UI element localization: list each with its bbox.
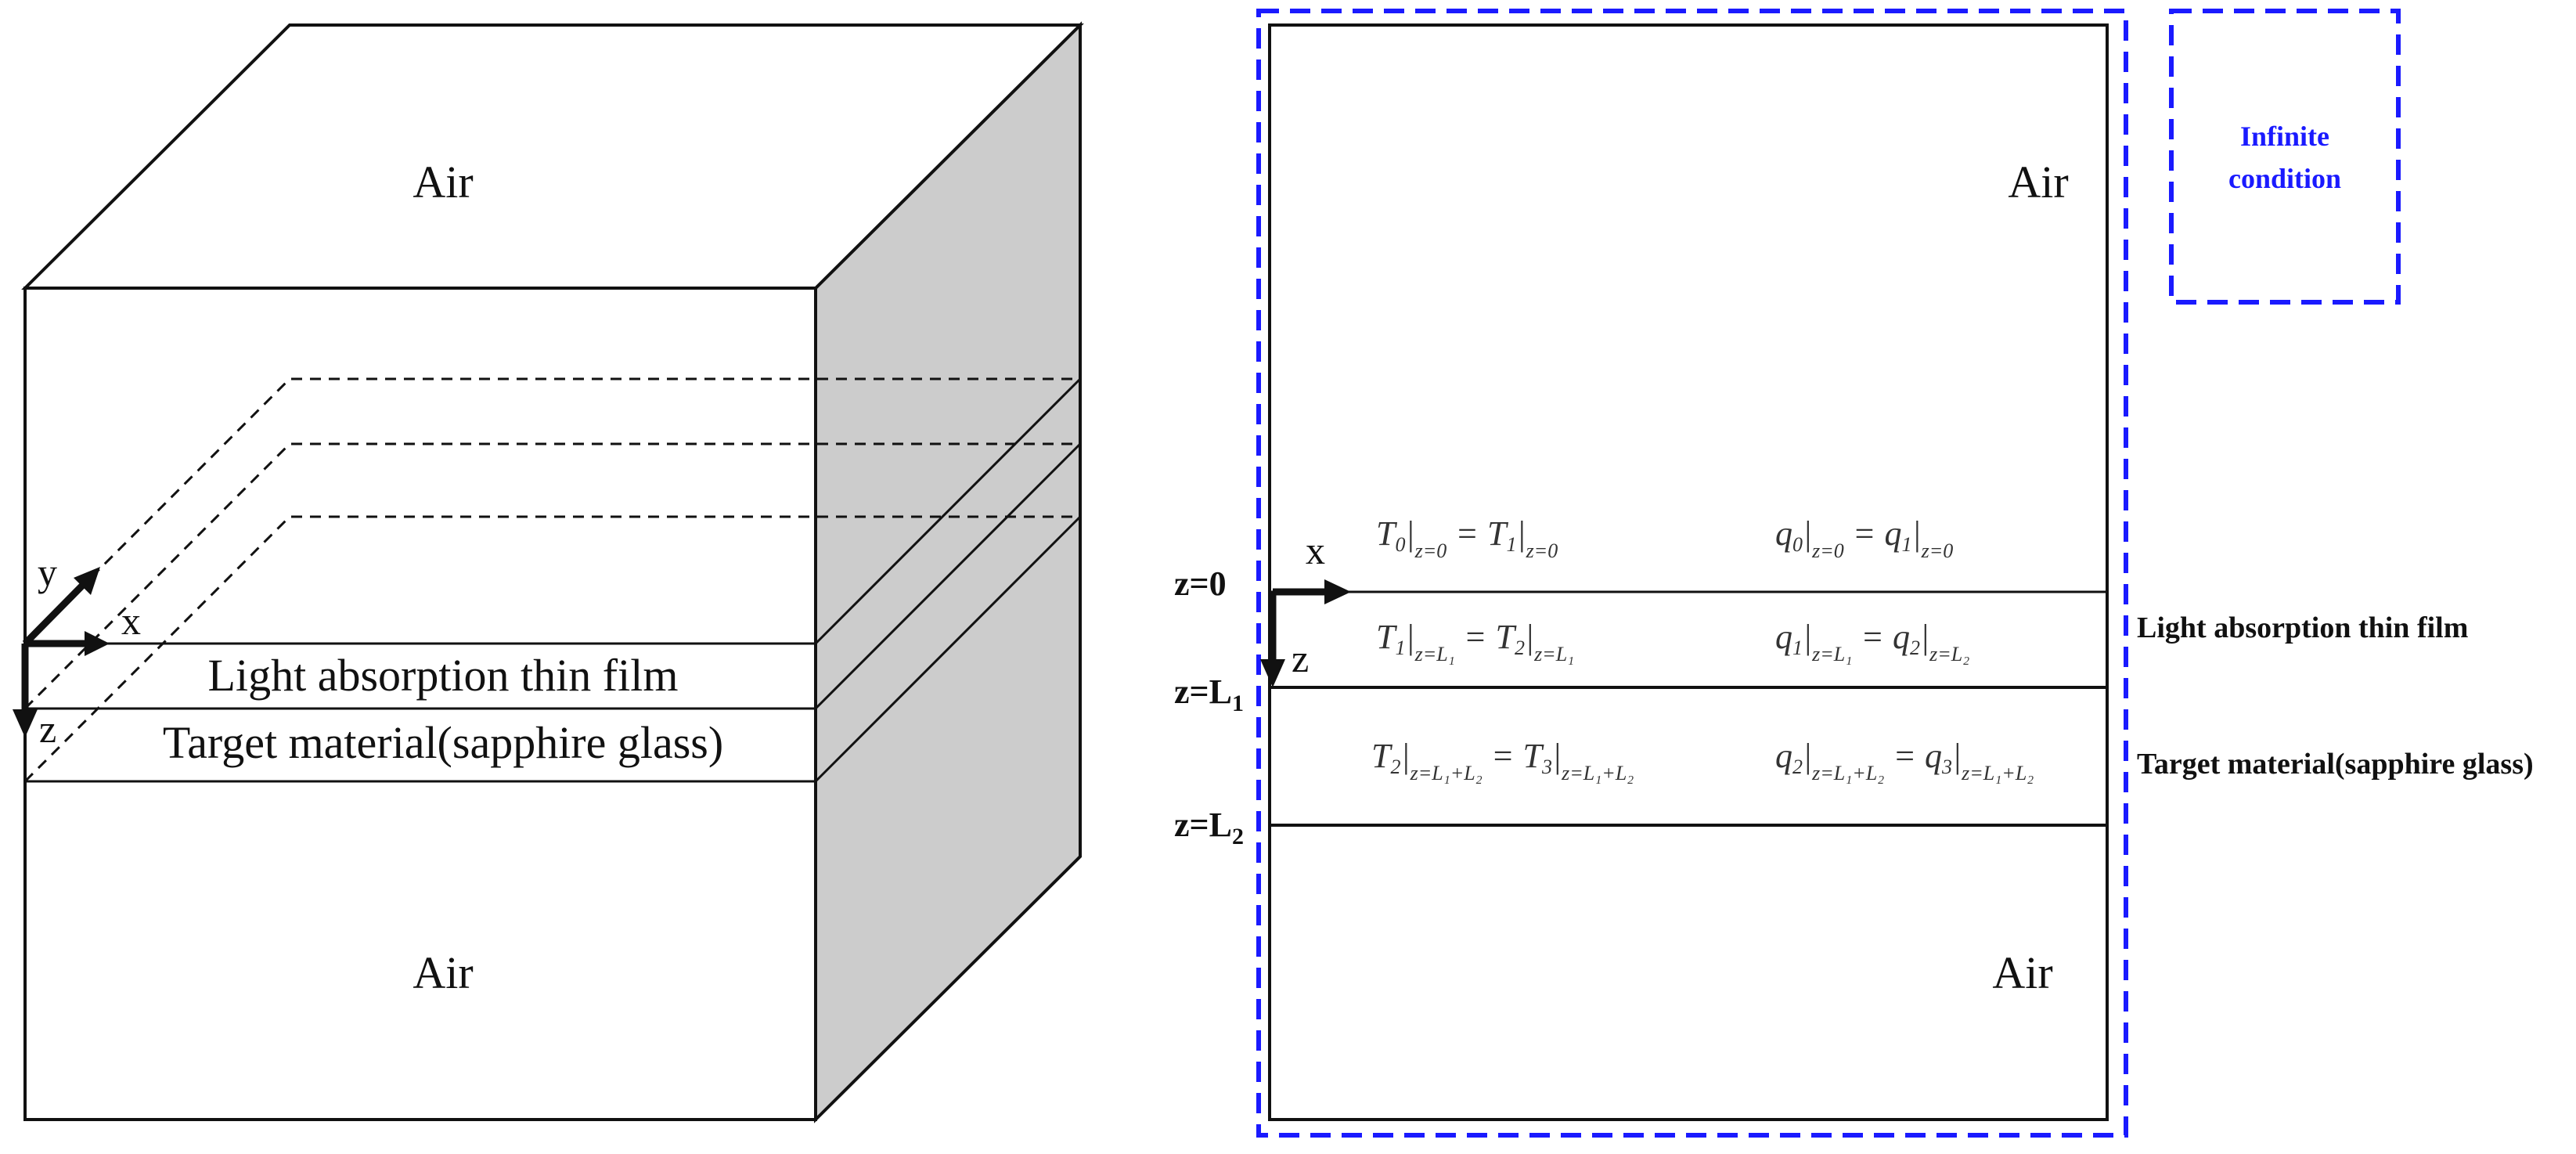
left-bottom-air-label: Air <box>413 947 473 998</box>
right-film-label: Light absorption thin film <box>2137 611 2468 644</box>
legend-line1: Infinite <box>2240 121 2329 152</box>
legend-line2: condition <box>2228 163 2341 194</box>
legend-dashed-box <box>2169 9 2401 305</box>
boundary-equations: T0|z=0 = T1|z=0 q0|z=0 = q1|z=0 T1|z=L₁ … <box>1371 514 2034 784</box>
left-axis-y-label: y <box>38 550 57 594</box>
infinite-boundary <box>1256 9 2128 1138</box>
side-layer-line-2 <box>814 442 1082 710</box>
domain-outline <box>1268 23 2109 1121</box>
eq-row1-right: q0|z=0 = q1|z=0 <box>1775 514 1953 562</box>
infinite-condition-legend: Infinite condition <box>2169 9 2401 305</box>
side-layer-line-3 <box>814 515 1082 783</box>
eq-row3-right: q2|z=L₁+L₂ = q3|z=L₁+L₂ <box>1775 737 2034 784</box>
left-target-label: Target material(sapphire glass) <box>163 717 723 768</box>
right-axis-x-label: x <box>1306 528 1325 572</box>
eq-row2-left: T1|z=L₁ = T2|z=L₁ <box>1376 618 1574 665</box>
left-axis-z-label: z <box>39 707 56 751</box>
left-3d-diagram: Air Light absorption thin film Target ma… <box>13 21 1084 1123</box>
right-axes <box>1260 579 1351 687</box>
right-2d-diagram: Air Air x z z=0 z=L1 z=L2 Light absorpti… <box>1174 9 2534 1138</box>
zL2-label: z=L2 <box>1174 806 1244 849</box>
box-front-face <box>23 287 817 1121</box>
eq-row2-right: q1|z=L₁ = q2|z=L₂ <box>1775 618 1969 665</box>
side-layer-line-1 <box>814 377 1082 645</box>
eq-row3-left: T2|z=L₁+L₂ = T3|z=L₁+L₂ <box>1371 737 1634 784</box>
left-top-air-label: Air <box>413 157 473 207</box>
left-axis-x-label: x <box>121 599 141 643</box>
left-axes <box>13 567 110 737</box>
right-bottom-air-label: Air <box>1992 947 2052 998</box>
eq-row1-left: T0|z=0 = T1|z=0 <box>1376 514 1558 562</box>
z0-label: z=0 <box>1174 564 1227 603</box>
zL1-label: z=L1 <box>1174 673 1244 716</box>
right-top-air-label: Air <box>2008 157 2068 207</box>
left-film-label: Light absorption thin film <box>208 650 679 701</box>
right-target-label: Target material(sapphire glass) <box>2137 748 2534 781</box>
right-axis-z-label: z <box>1292 637 1309 680</box>
